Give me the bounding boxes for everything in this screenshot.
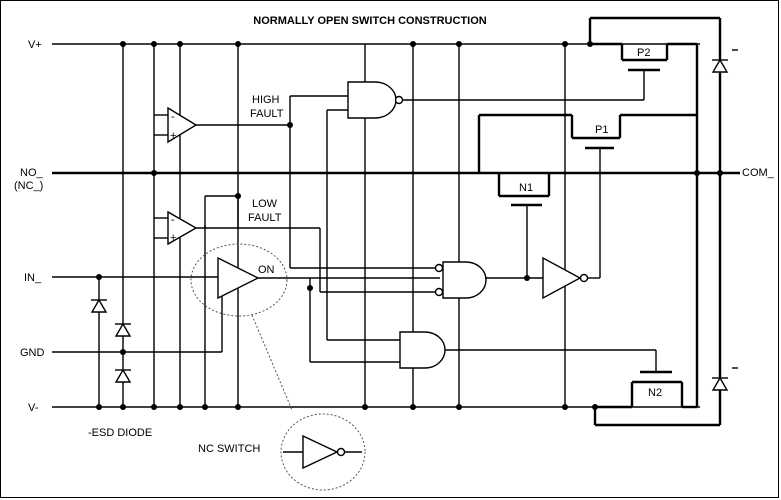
low-fault-comparator: - + xyxy=(154,195,238,246)
nand-gate-upper xyxy=(347,70,645,119)
on-label: ON xyxy=(258,264,275,276)
fault-routing xyxy=(237,95,440,363)
pin-no-label: NO_ xyxy=(20,167,44,179)
svg-text:-: - xyxy=(171,214,175,226)
transistor-p1 xyxy=(477,113,697,173)
pin-vplus-label: V+ xyxy=(28,39,42,51)
low-fault-label-2: FAULT xyxy=(248,212,282,224)
pin-com-label: COM_ xyxy=(742,167,775,179)
p1-label: P1 xyxy=(595,124,608,136)
low-fault-label-1: LOW xyxy=(252,198,278,210)
and-gate-middle xyxy=(434,261,543,299)
transistor-p2 xyxy=(588,16,722,173)
nc-switch-label: NC SWITCH xyxy=(198,443,260,455)
pin-in-label: IN_ xyxy=(24,272,42,284)
junction-dots xyxy=(96,41,723,410)
n2-label: N2 xyxy=(648,387,662,399)
svg-text:+: + xyxy=(170,232,176,244)
high-fault-comparator: - + xyxy=(154,106,290,144)
com-protection-diodes xyxy=(711,49,738,392)
transistor-n1 xyxy=(497,173,551,207)
nc-switch-inset xyxy=(251,314,366,491)
on-buffer xyxy=(190,243,310,317)
transistor-n2 xyxy=(593,173,722,427)
esd-diode-stack xyxy=(90,277,132,407)
svg-text:-: - xyxy=(171,111,175,123)
n1-label: N1 xyxy=(519,182,533,194)
high-fault-label-1: HIGH xyxy=(252,94,280,106)
pin-nc-alt-label: (NC_) xyxy=(14,180,43,192)
pin-gnd-label: GND xyxy=(20,347,45,359)
p2-label: P2 xyxy=(637,47,650,59)
svg-text:+: + xyxy=(170,130,176,142)
pin-vminus-label: V- xyxy=(28,402,39,414)
high-fault-label-2: FAULT xyxy=(250,108,284,120)
gnd-wire xyxy=(52,292,223,353)
esd-diode-label: -ESD DIODE xyxy=(88,427,152,439)
diagram-title: NORMALLY OPEN SWITCH CONSTRUCTION xyxy=(253,15,487,27)
inverter xyxy=(526,148,601,300)
and-gate-lower xyxy=(399,331,657,372)
